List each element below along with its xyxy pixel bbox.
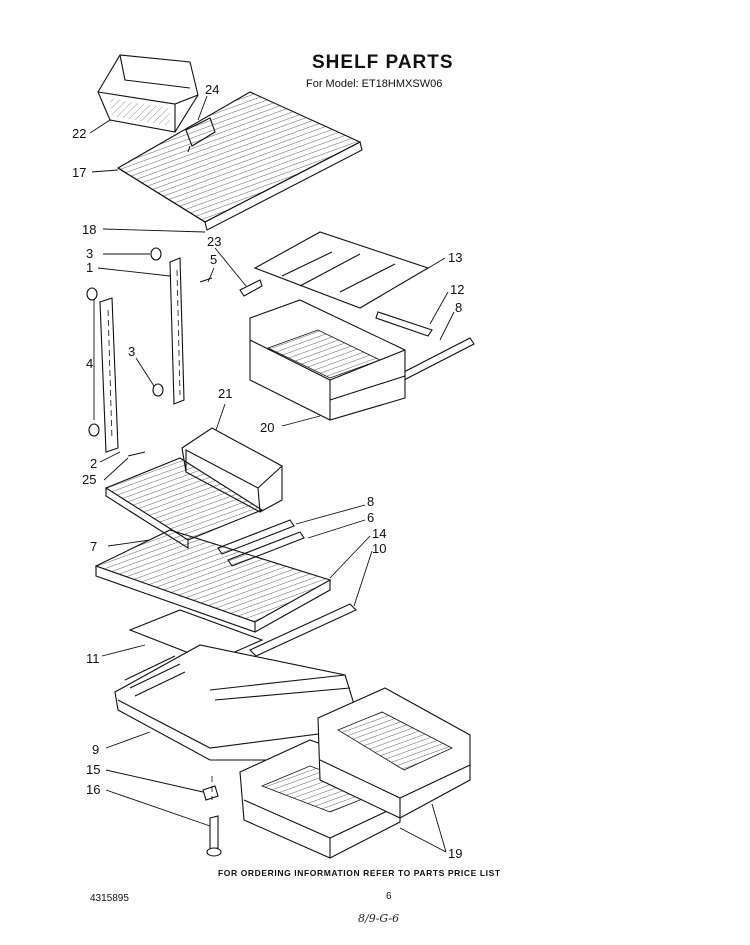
part-4-support xyxy=(99,297,119,453)
callout-15: 15 xyxy=(86,762,100,777)
callout-18: 18 xyxy=(82,222,96,237)
callout-13: 13 xyxy=(448,250,462,265)
part-8-rail-upper xyxy=(399,337,475,381)
callout-9: 9 xyxy=(92,742,99,757)
callout-5: 5 xyxy=(210,252,217,267)
callout-20: 20 xyxy=(260,420,274,435)
model-line: For Model: ET18HMXSW06 xyxy=(306,78,443,90)
part-11-cover xyxy=(128,609,264,663)
callout-7: 7 xyxy=(90,539,97,554)
part-10-rail xyxy=(249,603,357,657)
callout-labels: 22 24 17 18 23 3 5 13 1 12 8 4 3 20 21 2… xyxy=(72,82,464,861)
callout-25: 25 xyxy=(82,472,96,487)
part-5-screw xyxy=(199,277,213,283)
part-25-screw xyxy=(127,451,146,457)
callout-17: 17 xyxy=(72,165,86,180)
part-17-wire-shelf xyxy=(116,91,363,231)
part-19-crisper-right xyxy=(317,687,471,819)
part-4-cap-bottom xyxy=(88,423,100,437)
part-3-cap-upper xyxy=(150,247,162,261)
callout-16: 16 xyxy=(86,782,100,797)
part-14-wire-shelf xyxy=(94,529,332,633)
callout-14: 14 xyxy=(372,526,386,541)
ordering-note: FOR ORDERING INFORMATION REFER TO PARTS … xyxy=(218,868,501,878)
callout-11: 11 xyxy=(86,651,100,666)
callout-12: 12 xyxy=(450,282,464,297)
callout-8-mid: 8 xyxy=(367,494,374,509)
page-title: SHELF PARTS xyxy=(312,52,454,73)
part-20-drawer xyxy=(249,299,406,421)
callout-21: 21 xyxy=(218,386,232,401)
part-22-bin xyxy=(97,54,199,133)
callout-10: 10 xyxy=(372,541,386,556)
leader-lines xyxy=(89,95,455,853)
callout-24: 24 xyxy=(205,82,219,97)
part-15-bracket xyxy=(202,785,219,801)
callout-1: 1 xyxy=(86,260,93,275)
part-16-leg xyxy=(206,815,222,857)
document-number: 4315895 xyxy=(90,893,129,904)
callout-22: 22 xyxy=(72,126,86,141)
callout-2: 2 xyxy=(90,456,97,471)
callout-6: 6 xyxy=(367,510,374,525)
page-number: 6 xyxy=(386,891,392,902)
handwritten-note: 8/9-G-6 xyxy=(358,912,400,925)
callout-3-upper: 3 xyxy=(86,246,93,261)
part-13-glass-shelf xyxy=(239,231,430,309)
part-1-support xyxy=(169,257,185,405)
callout-3-lower: 3 xyxy=(128,344,135,359)
callout-19: 19 xyxy=(448,846,462,861)
part-3-cap-lower xyxy=(152,383,164,397)
part-4-cap-top xyxy=(86,287,98,301)
callout-8-upper: 8 xyxy=(455,300,462,315)
callout-4: 4 xyxy=(86,356,93,371)
callout-23: 23 xyxy=(207,234,221,249)
part-12-rail xyxy=(375,311,433,337)
